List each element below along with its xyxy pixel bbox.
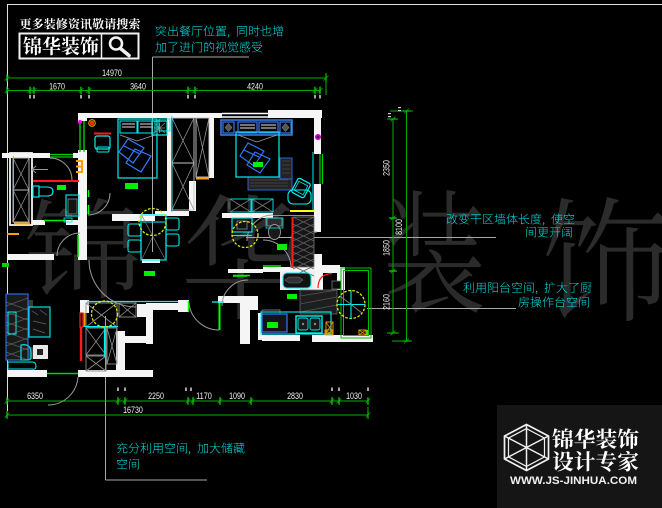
svg-text:16730: 16730 — [123, 405, 143, 415]
svg-text:2250: 2250 — [148, 391, 164, 401]
svg-text:2830: 2830 — [287, 391, 303, 401]
svg-text:1670: 1670 — [49, 82, 65, 92]
svg-text:14970: 14970 — [102, 68, 122, 78]
svg-text:3640: 3640 — [130, 82, 146, 92]
svg-text:8100: 8100 — [394, 219, 404, 235]
svg-text:2350: 2350 — [382, 160, 392, 176]
svg-text:1850: 1850 — [382, 240, 392, 256]
svg-text:WWW.JS-JINHUA.COM: WWW.JS-JINHUA.COM — [510, 475, 637, 487]
svg-text:4240: 4240 — [247, 82, 263, 92]
svg-text:1090: 1090 — [229, 391, 245, 401]
svg-text:2160: 2160 — [382, 294, 392, 310]
svg-text:1170: 1170 — [196, 391, 212, 401]
svg-text:6350: 6350 — [27, 391, 43, 401]
svg-text:1030: 1030 — [346, 391, 362, 401]
